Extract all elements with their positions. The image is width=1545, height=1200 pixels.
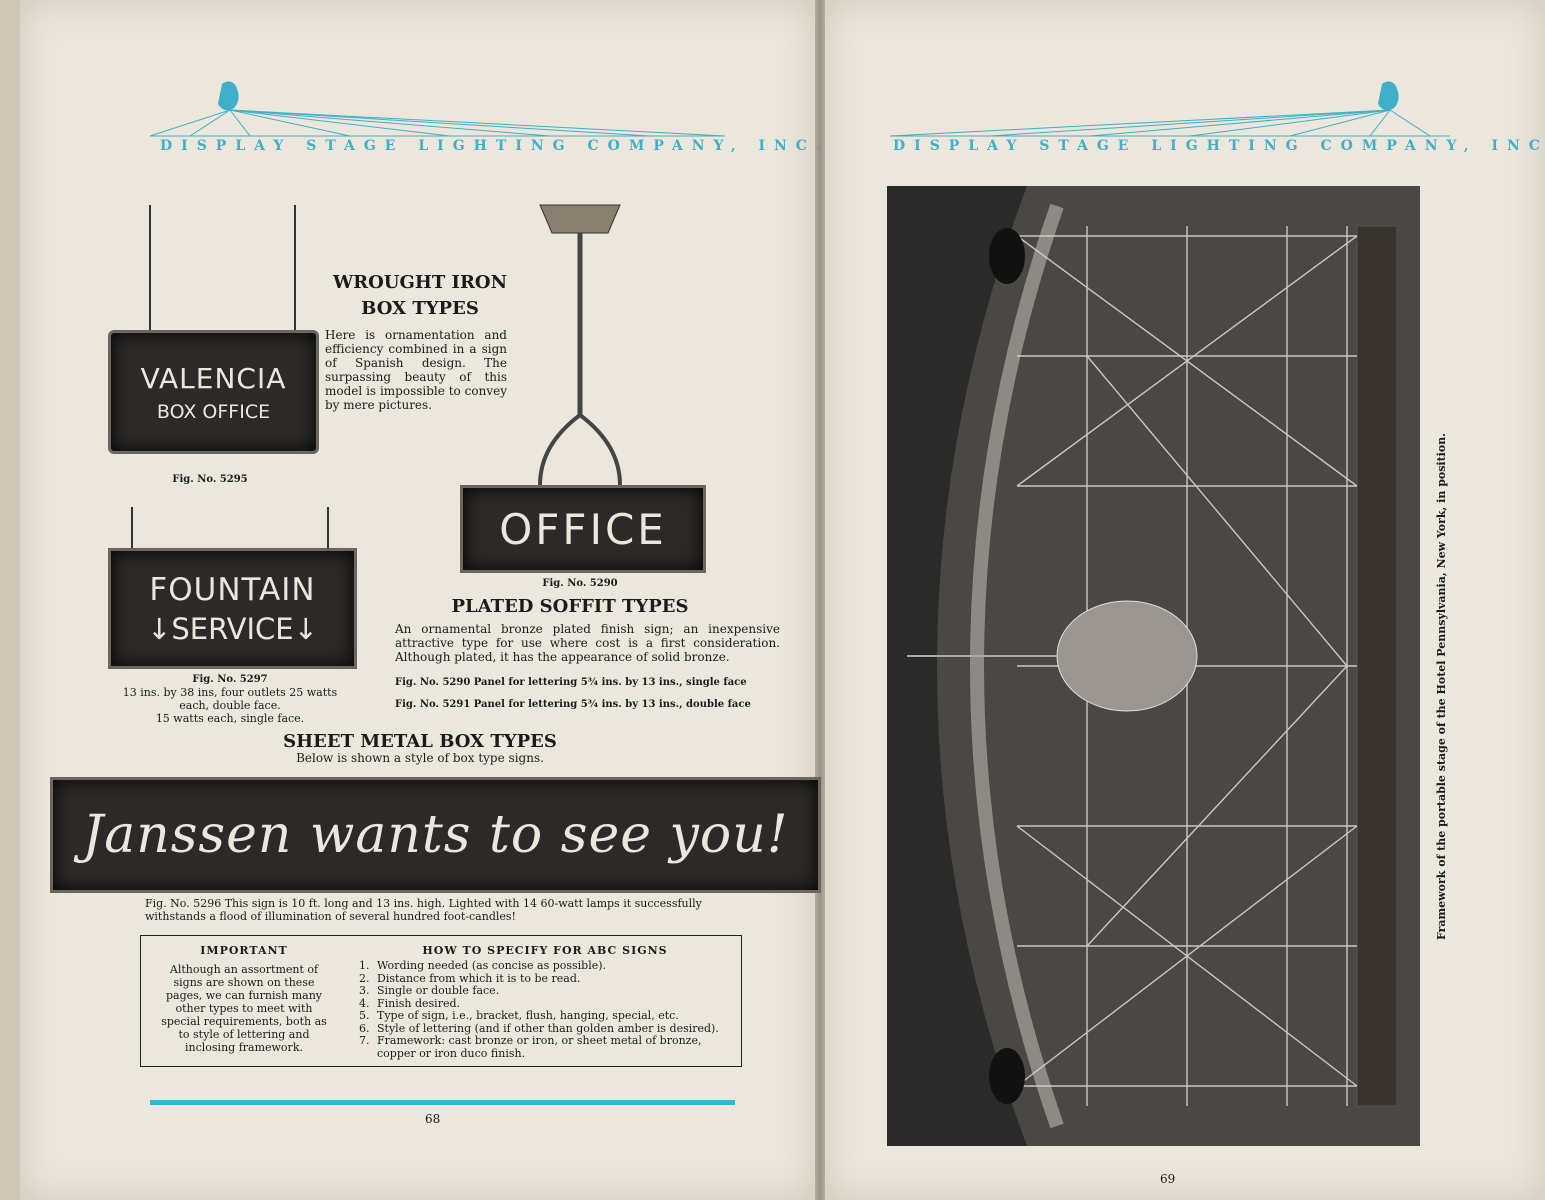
stage-framework-photo bbox=[887, 186, 1420, 1146]
wrought-iron-title-1: WROUGHT IRON bbox=[332, 272, 508, 293]
office-caption: Fig. No. 5290 bbox=[542, 578, 618, 589]
janssen-sign: Janssen wants to see you! bbox=[50, 777, 821, 893]
left-page: DISPLAY STAGE LIGHTING COMPANY, INC. VAL… bbox=[20, 0, 821, 1200]
specification-box: IMPORTANT Although an assortment of sign… bbox=[140, 935, 742, 1067]
figure-ornament-icon bbox=[1378, 81, 1399, 111]
fountain-caption: Fig. No. 5297 bbox=[192, 674, 268, 685]
janssen-caption: Fig. No. 5296 This sign is 10 ft. long a… bbox=[145, 897, 702, 923]
photo-caption: Framework of the portable stage of the H… bbox=[1435, 432, 1448, 940]
figure-ornament-icon bbox=[218, 81, 239, 111]
important-title: IMPORTANT bbox=[200, 944, 288, 957]
header-company-name: DISPLAY STAGE LIGHTING COMPANY, INC. bbox=[160, 138, 830, 154]
header-ornament bbox=[150, 81, 726, 137]
list-item: 4.Finish desired. bbox=[359, 996, 460, 1010]
sheet-metal-subtitle: Below is shown a style of box type signs… bbox=[296, 751, 544, 765]
chandelier-icon bbox=[1056, 600, 1198, 712]
page-number-right: 69 bbox=[1160, 1172, 1176, 1186]
list-item: 5.Type of sign, i.e., bracket, flush, ha… bbox=[359, 1009, 679, 1022]
janssen-sign-text: Janssen wants to see you! bbox=[82, 805, 789, 865]
valencia-sign: VALENCIA BOX OFFICE bbox=[108, 330, 319, 454]
how-to-title: HOW TO SPECIFY FOR ABC SIGNS bbox=[422, 944, 668, 957]
fountain-description-1: 13 ins. by 38 ins, four outlets 25 watts… bbox=[122, 686, 338, 712]
page-number-left: 68 bbox=[425, 1112, 441, 1126]
plated-spec-2: Fig. No. 5291 Panel for lettering 5¾ ins… bbox=[395, 699, 751, 710]
how-to-list: 1.Wording needed (as concise as possible… bbox=[359, 959, 731, 1060]
fountain-service-sign: FOUNTAIN ↓SERVICE↓ bbox=[108, 548, 357, 669]
fountain-description-2: 15 watts each, single face. bbox=[155, 712, 305, 725]
plated-soffit-title: PLATED SOFFIT TYPES bbox=[451, 596, 689, 617]
valencia-sign-line2: BOX OFFICE bbox=[156, 400, 271, 423]
chains-icon-2 bbox=[131, 507, 329, 552]
how-to-section: HOW TO SPECIFY FOR ABC SIGNS 1.Wording n… bbox=[359, 944, 731, 1060]
office-sign-text: OFFICE bbox=[499, 504, 667, 554]
right-page: DISPLAY STAGE LIGHTING COMPANY, INC. bbox=[825, 0, 1545, 1200]
header-ornament-right bbox=[890, 81, 1450, 137]
sheet-metal-title: SHEET METAL BOX TYPES bbox=[283, 731, 557, 752]
list-item: 7.Framework: cast bronze or iron, or she… bbox=[359, 1034, 702, 1060]
list-item: 1.Wording needed (as concise as possible… bbox=[359, 959, 607, 972]
list-item: 2.Distance from which it is to be read. bbox=[359, 971, 581, 985]
list-item: 3.Single or double face. bbox=[359, 984, 500, 997]
list-item: 6.Style of lettering (and if other than … bbox=[359, 1021, 719, 1035]
fountain-sign-line2: ↓SERVICE↓ bbox=[147, 611, 318, 646]
plated-spec-1: Fig. No. 5290 Panel for lettering 5¾ ins… bbox=[395, 677, 747, 688]
fountain-sign-line1: FOUNTAIN bbox=[149, 571, 316, 608]
plated-soffit-body: An ornamental bronze plated finish sign;… bbox=[395, 622, 780, 664]
wrought-iron-body: Here is ornamentation and efficiency com… bbox=[325, 328, 507, 412]
office-sign: OFFICE bbox=[460, 485, 706, 573]
stage-framework-illustration bbox=[887, 186, 1420, 1146]
important-body: Although an assortment of signs are show… bbox=[161, 963, 327, 1054]
pendant-hanger-icon bbox=[538, 204, 622, 486]
valencia-sign-line1: VALENCIA bbox=[140, 361, 287, 395]
valencia-caption: Fig. No. 5295 bbox=[172, 474, 248, 485]
header-company-name-right: DISPLAY STAGE LIGHTING COMPANY, INC. bbox=[893, 138, 1545, 154]
wrought-iron-title-2: BOX TYPES bbox=[361, 298, 479, 319]
footer-rule bbox=[150, 1100, 735, 1105]
chains-icon bbox=[149, 205, 296, 335]
important-section: IMPORTANT Although an assortment of sign… bbox=[159, 944, 329, 1054]
